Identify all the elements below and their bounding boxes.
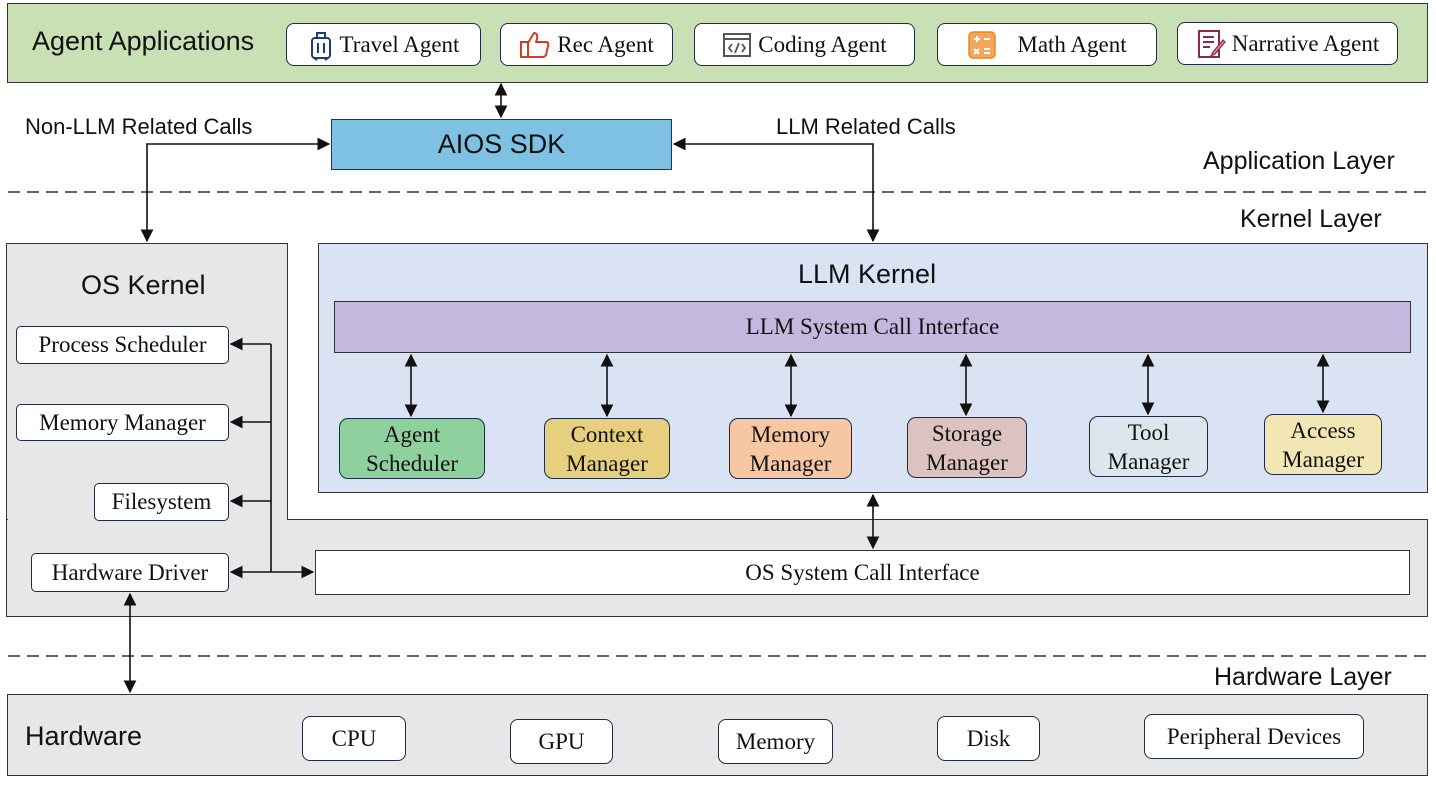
llm-calls-label: LLM Related Calls (776, 114, 956, 139)
agent-scheduler-line2: Scheduler (366, 450, 458, 476)
application-layer-label: Application Layer (1203, 147, 1395, 175)
sdk-llm-kernel-arrow (672, 137, 880, 243)
hardware-title: Hardware (25, 721, 143, 751)
code-window-icon (723, 32, 752, 57)
thumbs-up-icon (520, 31, 550, 58)
tool-manager-line2: Manager (1107, 448, 1190, 474)
hardware-layer-label: Hardware Layer (1214, 663, 1392, 691)
agent-applications-title: Agent Applications (32, 26, 255, 56)
narrative-agent-label: Narrative Agent (1231, 30, 1380, 56)
sdk-os-kernel-arrow (140, 137, 331, 243)
kernel-layer-label: Kernel Layer (1240, 205, 1382, 233)
access-manager-line2: Manager (1282, 446, 1364, 472)
luggage-icon (310, 31, 331, 60)
memory-manager-line1: Memory (750, 421, 831, 447)
coding-agent-button[interactable]: Coding Agent (694, 23, 915, 66)
document-pen-icon (1197, 29, 1226, 58)
memory-device: Memory (718, 719, 833, 764)
context-manager-line2: Manager (566, 450, 648, 476)
narrative-agent-button[interactable]: Narrative Agent (1177, 22, 1398, 65)
calculator-icon (968, 30, 997, 59)
aios-sdk-box: AIOS SDK (331, 119, 672, 170)
non-llm-calls-label: Non-LLM Related Calls (25, 114, 253, 139)
travel-agent-label: Travel Agent (339, 31, 460, 57)
cpu-device: CPU (302, 716, 406, 761)
llm-kernel-panel (318, 243, 1428, 493)
os-kernel-title: OS Kernel (81, 270, 206, 300)
math-agent-button[interactable]: Math Agent (937, 23, 1157, 66)
hardware-driver-box: Hardware Driver (31, 553, 229, 592)
gpu-device: GPU (510, 719, 613, 764)
llm-kernel-title: LLM Kernel (798, 259, 937, 289)
travel-agent-button[interactable]: Travel Agent (286, 23, 481, 66)
math-agent-label: Math Agent (1017, 31, 1127, 57)
storage-manager-line2: Manager (926, 449, 1008, 475)
memory-manager-line2: Manager (749, 450, 832, 476)
access-manager-line1: Access (1290, 417, 1356, 443)
os-system-call-interface: OS System Call Interface (315, 550, 1410, 595)
rec-agent-button[interactable]: Rec Agent (500, 23, 673, 66)
disk-device: Disk (937, 716, 1040, 761)
process-scheduler-box: Process Scheduler (16, 326, 229, 364)
context-manager-line1: Context (570, 421, 644, 447)
filesystem-box: Filesystem (94, 483, 229, 521)
coding-agent-label: Coding Agent (758, 31, 887, 57)
rec-agent-label: Rec Agent (557, 31, 654, 57)
peripheral-devices-device: Peripheral Devices (1144, 714, 1364, 759)
storage-manager-line1: Storage (931, 420, 1003, 446)
tool-manager-line1: Tool (1127, 419, 1170, 445)
agent-scheduler-line1: Agent (383, 421, 441, 447)
memory-manager-box: Memory Manager (16, 404, 229, 441)
llm-system-call-interface: LLM System Call Interface (334, 301, 1411, 353)
